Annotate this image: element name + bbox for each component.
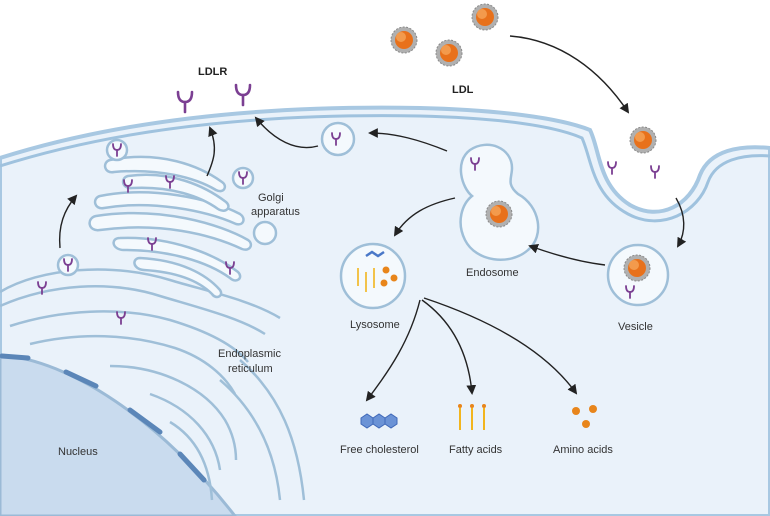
- ldl-receptor-icon: [234, 83, 252, 107]
- golgi-label-line1: Golgi: [258, 192, 284, 204]
- endosome-label: Endosome: [466, 267, 519, 279]
- lysosome: [339, 242, 407, 310]
- ldl-particle-icon: [485, 200, 513, 228]
- lysosome-label: Lysosome: [350, 319, 400, 331]
- free-cholesterol-label: Free cholesterol: [340, 444, 419, 456]
- er-label-line1: Endoplasmic: [218, 348, 281, 360]
- er-label-line2: reticulum: [228, 363, 273, 375]
- ldlr-label: LDLR: [198, 66, 227, 78]
- cholesterol-molecule-icon: [360, 413, 398, 429]
- endoplasmic-reticulum: [0, 268, 306, 501]
- plasma-membrane-inner: [0, 114, 770, 223]
- pit-receptor-icon: [607, 161, 617, 175]
- golgi-vesicle: [252, 220, 278, 246]
- ldl-particle-icon: [623, 254, 651, 282]
- fatty-acid-icon: [458, 404, 486, 430]
- nuclear-envelope-pores: [0, 353, 207, 483]
- nucleus-label: Nucleus: [58, 446, 98, 458]
- ldl-particle-icon: [435, 39, 463, 67]
- ldl-particle-icon: [471, 3, 499, 31]
- lysosome-contents: [357, 250, 398, 292]
- ldl-receptor-icon: [176, 90, 194, 114]
- amino-acids-label: Amino acids: [553, 444, 613, 456]
- amino-acid-icon: [572, 405, 597, 428]
- pathway-arrows: [58, 35, 687, 402]
- vesicle-label: Vesicle: [618, 321, 653, 333]
- pit-receptor-icon: [650, 165, 660, 179]
- ldl-particle-icon: [629, 126, 657, 154]
- golgi-label-line2: apparatus: [251, 206, 300, 218]
- fatty-acids-label: Fatty acids: [449, 444, 503, 456]
- ldl-label: LDL: [452, 84, 474, 96]
- ldl-particle-icon: [390, 26, 418, 54]
